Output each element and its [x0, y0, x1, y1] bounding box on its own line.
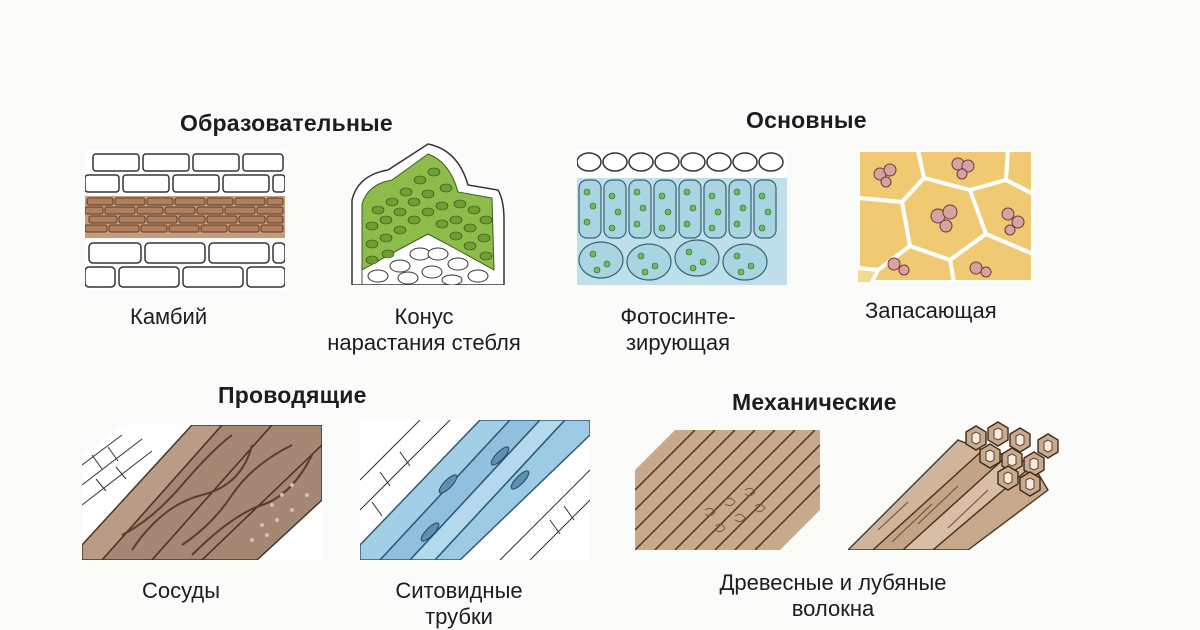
- storage-tissue-illustration: [858, 150, 1033, 282]
- heading-mechanical: Механические: [732, 389, 897, 415]
- bast-fibers-illustration: [848, 420, 1063, 550]
- caption-photo-line1: Фотосинте-: [620, 304, 736, 329]
- caption-sieve: Ситовидные трубки: [374, 578, 544, 630]
- sieve-tubes-illustration: [360, 420, 590, 560]
- caption-vessels-text: Сосуды: [142, 578, 221, 603]
- wood-fibers-illustration: [635, 430, 820, 550]
- caption-storage: Запасающая: [865, 298, 997, 324]
- caption-cone-line2: нарастания стебля: [327, 330, 521, 355]
- caption-sieve-line1: Ситовидные: [395, 578, 523, 603]
- caption-fibers-line1: Древесные и лубяные: [719, 570, 947, 595]
- caption-sieve-line2: трубки: [425, 604, 493, 629]
- caption-cambium: Камбий: [130, 304, 207, 330]
- caption-storage-text: Запасающая: [865, 298, 997, 323]
- heading-educational: Образовательные: [180, 110, 393, 136]
- caption-cambium-text: Камбий: [130, 304, 208, 329]
- caption-fibers: Древесные и лубяные волокна: [688, 570, 978, 622]
- caption-photosynthetic: Фотосинте- зирующая: [598, 304, 758, 356]
- growth-cone-illustration: [348, 140, 508, 285]
- caption-fibers-line2: волокна: [791, 596, 875, 621]
- heading-basic: Основные: [746, 107, 867, 133]
- caption-cone-line1: Конус: [394, 304, 454, 329]
- photosynthetic-tissue-illustration: [577, 150, 787, 285]
- caption-cone: Конус нарастания стебля: [302, 304, 546, 356]
- caption-photo-line2: зирующая: [625, 330, 731, 355]
- heading-conductive: Проводящие: [218, 382, 367, 408]
- vessels-illustration: [82, 425, 322, 560]
- cambium-tissue-illustration: [85, 150, 285, 290]
- caption-vessels: Сосуды: [142, 578, 220, 604]
